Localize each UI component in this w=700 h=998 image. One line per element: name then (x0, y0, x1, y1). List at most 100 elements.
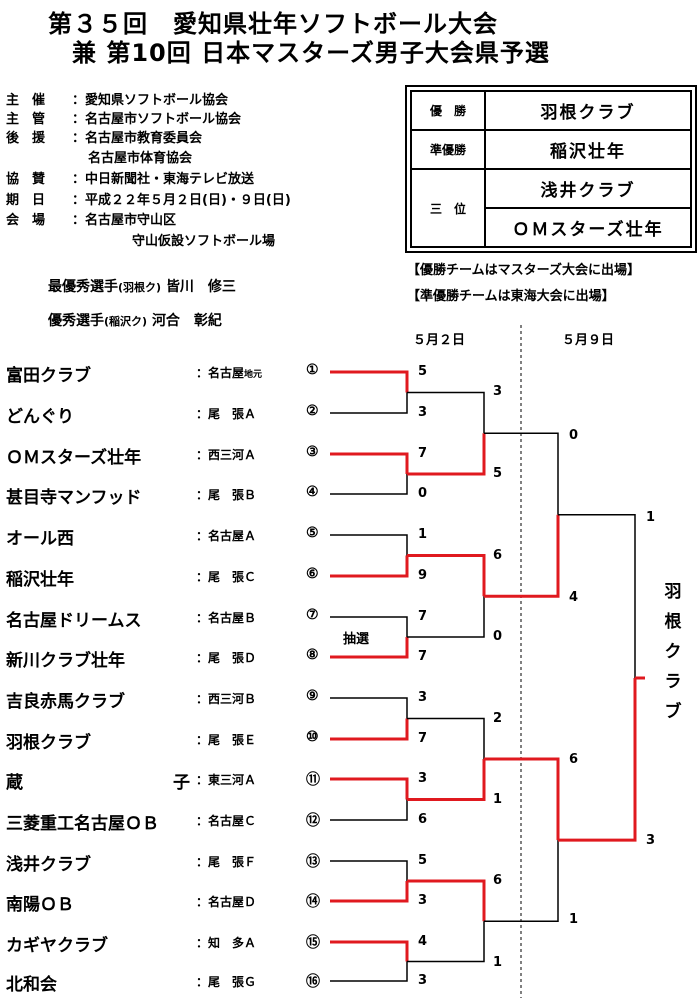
bracket-line-r3 (484, 514, 560, 598)
team-region: ：尾 張Ｅ (196, 733, 257, 747)
bracket-line-r1 (330, 474, 408, 495)
team-seed: ③ (306, 444, 319, 460)
team-score: 9 (418, 568, 428, 583)
team-region: ：知 多Ａ (196, 936, 257, 950)
champion-team: 羽根クラブ (485, 91, 691, 130)
team-seed: ⑪ (306, 772, 320, 788)
team-region: ：尾 張Ｆ (196, 855, 257, 869)
team-seed: ⑭ (306, 894, 320, 910)
bracket-line-r2 (407, 433, 486, 476)
team-name: 蔵子 (6, 768, 340, 793)
team-score: 7 (418, 609, 428, 624)
info-value-manage: ：名古屋市ソフトボール協会 (72, 112, 242, 127)
bracket-line-r2 (407, 554, 486, 597)
team-seed: ⑯ (306, 974, 320, 990)
team-seed: ⑫ (306, 813, 320, 829)
bracket-line-r1 (330, 940, 409, 962)
team-name: 三菱重工名古屋ＯＢ (6, 814, 159, 834)
team-region: ：名古屋Ａ (196, 529, 257, 543)
excellent-row: 優秀選手(稲沢ク) 河合 彰紀 (48, 310, 222, 330)
team-name: 南陽ＯＢ (6, 895, 74, 915)
round2-score: 0 (493, 629, 503, 644)
info-label-manage: 主 管 (6, 112, 46, 127)
info-label-support: 後 援 (6, 131, 46, 146)
team-score: 3 (418, 405, 428, 420)
mvp-name: 皆川 修三 (165, 279, 236, 295)
bracket-line-r1 (330, 534, 408, 556)
bracket-line-r1 (330, 392, 408, 414)
note-runner-up: 【準優勝チームは東海大会に出場】 (407, 289, 615, 304)
team-score: 6 (418, 812, 428, 827)
note-champion: 【優勝チームはマスターズ大会に出場】 (407, 263, 640, 278)
round2-score: 5 (493, 466, 503, 481)
team-name: カギヤクラブ (6, 936, 108, 956)
round3-score: 1 (569, 912, 579, 927)
round3-score: 4 (569, 590, 579, 605)
team-seed: ⑨ (306, 688, 319, 704)
champion-label: 優 勝 (411, 91, 485, 130)
team-name: どんぐり (6, 407, 74, 427)
bracket-line-r3 (484, 432, 559, 515)
champion-char: ク (664, 642, 682, 662)
bracket-line-r1 (330, 961, 408, 982)
third-label: 三 位 (411, 169, 485, 247)
team-seed: ⑮ (306, 935, 320, 951)
bracket-line-r1 (330, 452, 409, 474)
team-score: 3 (418, 973, 428, 988)
bracket-line-r2 (407, 921, 485, 963)
bracket-line-r2 (407, 596, 485, 638)
team-score: 7 (418, 446, 428, 461)
bracket-line-r1 (330, 799, 408, 821)
bracket-line-r2 (407, 759, 486, 801)
team-name: 浅井クラブ (6, 855, 91, 875)
team-name: 北和会 (6, 975, 57, 995)
excellent-label: 優秀選手 (48, 313, 104, 329)
info-label-sponsor: 協 賛 (6, 172, 46, 187)
final-score: 1 (646, 510, 656, 525)
bracket-line-r1 (330, 637, 409, 659)
team-seed: ① (306, 362, 319, 378)
team-score: 7 (418, 649, 428, 664)
team-region-text: ：名古屋 (196, 366, 245, 380)
bracket-line-r1 (330, 777, 409, 800)
team-seed: ⑩ (306, 729, 319, 745)
team-region: ：名古屋Ｄ (196, 895, 257, 909)
team-region: ：名古屋Ｂ (196, 611, 257, 625)
team-score: 0 (418, 486, 428, 501)
team-region: ：名古屋Ｃ (196, 814, 257, 828)
info-label-venue: 会 場 (6, 213, 46, 228)
title-line-1: 第３５回 愛知県壮年ソフトボール大会 (48, 10, 498, 38)
round2-score: 1 (493, 955, 503, 970)
bracket-line-r3 (484, 840, 559, 922)
title-line-2: 兼 第10回 日本マスターズ男子大会県予選 (72, 39, 550, 67)
champion-char: ブ (664, 702, 682, 722)
team-region-tag: 地元 (244, 370, 263, 380)
team-score: 4 (418, 934, 428, 949)
round2-score: 2 (493, 711, 503, 726)
info-value-support: ：名古屋市教育委員会 (72, 131, 203, 146)
team-seed: ④ (306, 484, 319, 500)
runner-up-team: 稲沢壮年 (485, 130, 691, 169)
date-day-1: ５月２日 (413, 333, 466, 348)
round3-score: 0 (569, 428, 579, 443)
bracket-line-r2 (407, 717, 485, 759)
bracket-line-final (558, 514, 636, 678)
team-seed: ② (306, 403, 319, 419)
team-score: 3 (418, 771, 428, 786)
final-score: 3 (646, 833, 656, 848)
third-team-2: ＯＭスターズ壮年 (485, 208, 691, 247)
team-seed: ⑦ (306, 607, 319, 623)
bracket-line-final (558, 678, 637, 842)
team-region: ：尾 張Ｄ (196, 651, 257, 665)
team-seed: ⑤ (306, 525, 319, 541)
team-score: 5 (418, 364, 428, 379)
bracket-line-r1 (330, 718, 409, 741)
results-table: 優 勝 羽根クラブ 準優勝 稲沢壮年 三 位 浅井クラブ ＯＭスターズ壮年 (405, 85, 697, 253)
info-value-venue-2: 守山仮設ソフトボール場 (132, 234, 276, 249)
date-day-2: ５月９日 (562, 333, 615, 348)
team-region: ：東三河Ａ (196, 773, 257, 787)
team-score: 7 (418, 731, 428, 746)
team-name: 富田クラブ (6, 366, 91, 386)
third-team-1: 浅井クラブ (485, 169, 691, 208)
